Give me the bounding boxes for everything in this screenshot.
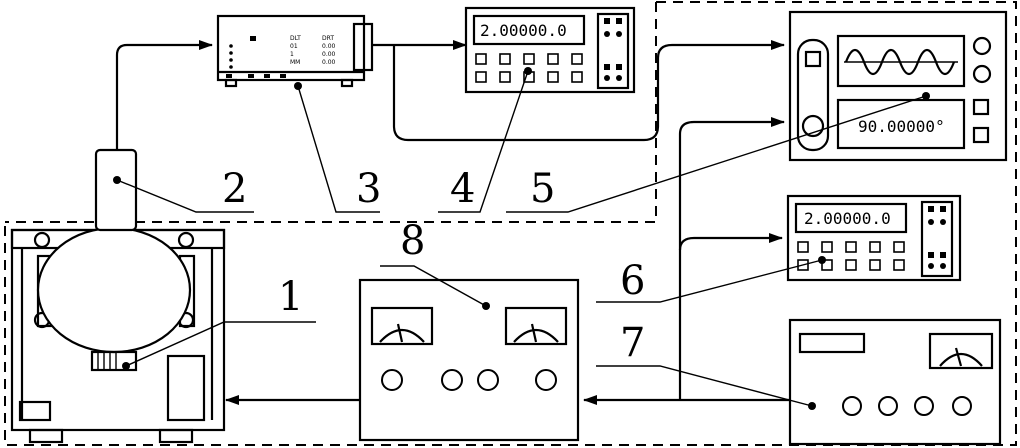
instrument-3-text-3: 1 <box>290 51 294 58</box>
instrument-3-text-2: 01 <box>290 43 298 50</box>
label-4: 4 <box>450 166 475 212</box>
dashed-boundary-upper <box>5 2 657 223</box>
instrument-3-text-7: 0.00 <box>322 51 336 58</box>
power-amplifier <box>358 278 580 442</box>
label-5: 5 <box>530 166 555 212</box>
instrument-3-text-4: MM <box>290 59 300 66</box>
signal-line-to-meter-right <box>678 233 783 251</box>
sensor-probe <box>94 148 138 232</box>
label-1: 1 <box>278 274 303 320</box>
leader-lines <box>116 70 927 407</box>
instrument-3-text-6: 0.00 <box>322 43 336 50</box>
meter-right-display: 2.00000.0 <box>804 209 891 228</box>
signal-line-to-phase-meter <box>678 117 785 400</box>
digital-meter-top: 2.00000.0 <box>464 6 636 94</box>
signal-line-sensor <box>115 40 213 150</box>
label-2: 2 <box>222 166 247 212</box>
meter-top-display: 2.00000.0 <box>480 21 567 40</box>
signal-line-3-to-5 <box>392 40 785 142</box>
label-8: 8 <box>400 218 425 264</box>
test-fixture <box>10 226 226 444</box>
instrument-3-text-8: 0.00 <box>322 59 336 66</box>
label-6: 6 <box>620 258 645 304</box>
phase-meter-display: 90.00000° <box>858 117 945 136</box>
instrument-3: DLT 01 1 MM DRT 0.00 0.00 0.00 <box>216 14 374 90</box>
phase-meter: 90.00000° <box>788 10 1008 162</box>
signal-source <box>788 318 1002 446</box>
instrument-3-text-1: DLT <box>290 35 301 42</box>
label-7: 7 <box>620 320 645 366</box>
instrument-3-text-5: DRT <box>322 35 334 42</box>
dashed-boundary-outer <box>4 1 1017 446</box>
digital-meter-right: 2.00000.0 <box>786 194 962 282</box>
label-3: 3 <box>356 166 381 212</box>
